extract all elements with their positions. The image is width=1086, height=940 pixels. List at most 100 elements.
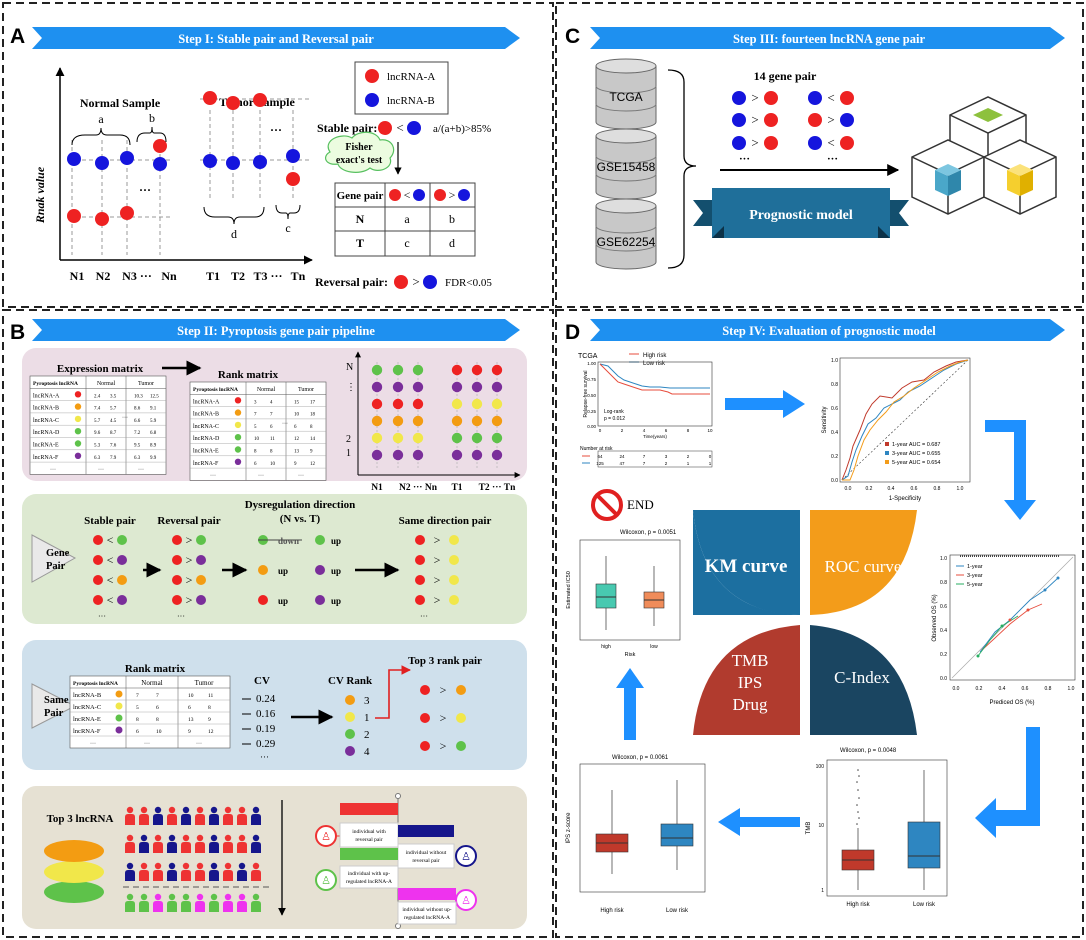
evaluation-quadrants: KM curve ROC curve TMB IPS Drug C-Index	[693, 510, 917, 735]
svg-text:low: low	[650, 644, 658, 650]
drug-label: Drug	[733, 695, 768, 714]
svg-text:>: >	[186, 553, 193, 567]
cv-row-name: lncRNA-C	[73, 704, 101, 711]
gene-pair-title: 14 gene pair	[754, 69, 817, 83]
svg-text:8: 8	[687, 428, 690, 433]
svg-text:0.2: 0.2	[976, 686, 983, 692]
person-icon	[153, 901, 163, 912]
rank-dot	[491, 432, 503, 444]
svg-text:⋮: ⋮	[346, 382, 356, 393]
rank-cell: 8	[310, 425, 313, 430]
rank-dot	[371, 415, 383, 427]
stable-pair-label: Stable pair:	[317, 121, 377, 135]
rank-cell: 15	[294, 400, 300, 405]
svg-text:reversal pair: reversal pair	[355, 837, 382, 843]
svg-text:♙: ♙	[321, 875, 331, 887]
tick-n2: N2	[96, 269, 111, 283]
rank-cell: 14	[310, 437, 316, 442]
table-header: Gene pair	[337, 190, 384, 202]
svg-text:p = 0.012: p = 0.012	[604, 416, 625, 422]
expr-cell: 12.5	[150, 394, 159, 399]
svg-text:TMB: TMB	[806, 822, 812, 835]
panel-a-banner	[32, 27, 520, 49]
tick-t3: T3 ···	[253, 269, 282, 283]
brace-d	[203, 206, 265, 225]
tick-n1: N1	[70, 269, 85, 283]
svg-text:Relapse-free survival: Relapse-free survival	[583, 371, 589, 418]
rank-dot	[371, 432, 383, 444]
person-icon	[195, 870, 205, 881]
ic50-plot: END Wilcoxon, p = 0.0051 Estimated IC50 …	[566, 489, 681, 658]
rank-row-name: lncRNA-C	[193, 424, 219, 430]
expr-row-name: lncRNA-E	[33, 443, 59, 449]
cv-title: CV	[254, 675, 270, 687]
person-icon	[153, 842, 163, 853]
svg-text:0.6: 0.6	[911, 486, 918, 492]
tmb-label: TMB	[732, 651, 769, 670]
rank-cell: 7	[254, 413, 257, 418]
svg-text:1.0: 1.0	[940, 556, 947, 562]
km-risk-low: 7	[643, 461, 646, 466]
svg-text:···: ···	[210, 473, 216, 479]
person-icon	[167, 901, 177, 912]
same-direction-head: Same direction pair	[399, 515, 492, 527]
rank-row-name: lncRNA-D	[193, 436, 220, 442]
svg-text:1: 1	[346, 448, 351, 459]
rank-cell: 8	[254, 450, 257, 455]
rank-col-head-2: Tumor	[298, 387, 314, 393]
rank-dot	[491, 381, 503, 393]
dysreg-word: down	[278, 536, 299, 546]
svg-text:0.4: 0.4	[940, 628, 947, 634]
svg-text:Same: Same	[44, 695, 69, 706]
svg-text:0.0: 0.0	[940, 676, 947, 682]
svg-text:>: >	[751, 90, 758, 105]
stable-sym: <	[396, 120, 403, 135]
svg-text:0.4: 0.4	[888, 486, 895, 492]
svg-text:···: ···	[98, 467, 104, 473]
rank-dot	[392, 449, 404, 461]
panel-c-banner	[590, 27, 1065, 49]
cv-rank-value: 2	[364, 729, 370, 741]
svg-text:♙: ♙	[461, 851, 471, 863]
svg-text:5-year: 5-year	[967, 582, 983, 588]
panel-c-banner-text: Step III: fourteen lncRNA gene pair	[733, 32, 925, 46]
expr-cell: 7.6	[110, 444, 117, 449]
person-icon	[209, 814, 219, 825]
expr-col-head-2: Tumor	[138, 381, 154, 387]
fdr-label: FDR<0.05	[445, 277, 492, 289]
svg-text:T2 ··· Tn: T2 ··· Tn	[479, 483, 517, 493]
rank-cell: 17	[310, 400, 316, 405]
person-icon	[139, 901, 149, 912]
rank-dot	[471, 381, 483, 393]
expr-row-name: lncRNA-B	[33, 406, 59, 412]
db-tcga: TCGA	[595, 58, 657, 130]
svg-text:Sensitivity: Sensitivity	[822, 406, 828, 433]
svg-text:High risk: High risk	[643, 353, 667, 359]
svg-text:IPS z-score: IPS z-score	[566, 812, 572, 844]
person-icon	[237, 842, 247, 853]
svg-text:0.8: 0.8	[831, 382, 838, 388]
km-risk-high: 64	[597, 454, 603, 459]
svg-text:0.75: 0.75	[587, 377, 596, 382]
roc-plot: 1-year AUC = 0.687 3-year AUC = 0.655 5-…	[822, 357, 971, 502]
svg-text:Risk: Risk	[625, 652, 636, 658]
legend-blue-dot	[365, 93, 379, 107]
rank-dot	[471, 432, 483, 444]
rank-row-name: lncRNA-E	[193, 449, 219, 455]
rank-cell: 10	[270, 462, 276, 467]
svg-text:Wilcoxon, p = 0.0048: Wilcoxon, p = 0.0048	[840, 748, 897, 754]
svg-text:regulated lncRNA-A: regulated lncRNA-A	[404, 915, 450, 921]
rank-dot	[412, 364, 424, 376]
expr-cell: 9.5	[134, 444, 141, 449]
rank-cell: 5	[254, 425, 257, 430]
svg-text:0.00: 0.00	[587, 424, 596, 429]
expr-cell: 7.4	[94, 407, 101, 412]
svg-text:T1: T1	[451, 483, 462, 493]
c-index-label: C-Index	[834, 668, 890, 687]
svg-text:···: ···	[144, 741, 150, 747]
panel-d: D Step IV: Evaluation of prognostic mode…	[565, 319, 1076, 914]
svg-text:<: <	[107, 553, 114, 567]
svg-text:Low risk: Low risk	[913, 902, 936, 908]
dysreg-word: up	[278, 596, 288, 606]
svg-text:N2 ··· Nn: N2 ··· Nn	[399, 483, 438, 493]
